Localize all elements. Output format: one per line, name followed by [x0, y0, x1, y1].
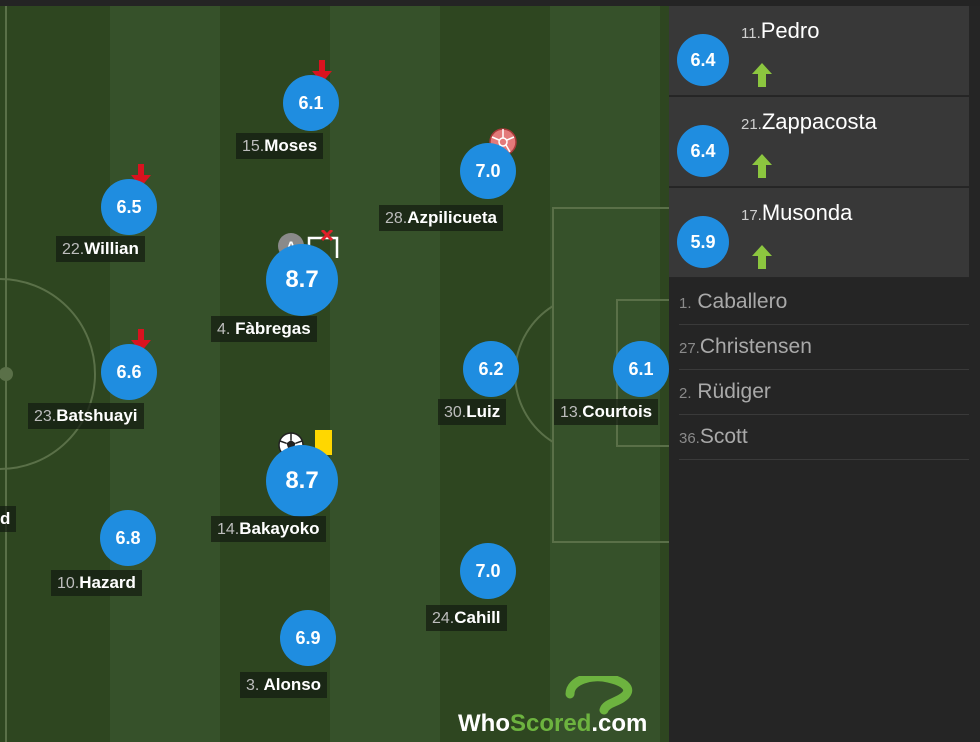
- substitute-rating: 6.4: [677, 125, 729, 177]
- player-rating: 6.5: [101, 179, 157, 235]
- player-name-box: 14.Bakayoko: [211, 516, 326, 542]
- player-number: 10.: [57, 575, 80, 592]
- player-number: 3.: [246, 677, 260, 694]
- bench-row[interactable]: 36.Scott: [679, 415, 969, 460]
- player-name: Hazard: [79, 573, 136, 592]
- substitute-rating: 6.4: [677, 34, 729, 86]
- player-name: Bakayoko: [239, 519, 320, 538]
- substitute-name: Musonda: [761, 200, 853, 225]
- player-name-box: 4. Fàbregas: [211, 316, 317, 342]
- top-bar: [0, 0, 980, 6]
- player-name-box: 10.Hazard: [51, 570, 142, 596]
- player-name: Cahill: [454, 608, 501, 627]
- player-name-box: 22.Willian: [56, 236, 145, 262]
- player-name: Azpilicueta: [407, 208, 497, 227]
- subbed-on-icon: [752, 245, 772, 269]
- bench-row[interactable]: 27.Christensen: [679, 325, 969, 370]
- substitute-rating: 5.9: [677, 216, 729, 268]
- bench-number: 27.: [679, 340, 700, 357]
- player-name-box: 24.Cahill: [426, 605, 507, 631]
- player-number: 22.: [62, 241, 85, 258]
- substitute-row[interactable]: 6.4 21.Zappacosta: [669, 97, 969, 187]
- substitute-row[interactable]: 5.9 17.Musonda: [669, 188, 969, 278]
- player-number: 28.: [385, 210, 408, 227]
- subbed-on-icon: [752, 63, 772, 87]
- player-number: 13.: [560, 404, 583, 421]
- player-name: Moses: [264, 136, 318, 155]
- bench-number: 36.: [679, 430, 700, 447]
- player-number: 23.: [34, 408, 57, 425]
- player-name-box: 23.Batshuayi: [28, 403, 144, 429]
- player-name-box: 28.Azpilicueta: [379, 205, 503, 231]
- player-name: Courtois: [582, 402, 653, 421]
- player-rating: 8.7: [266, 244, 338, 316]
- player-name-box: 3. Alonso: [240, 672, 328, 698]
- player-rating: 6.2: [463, 341, 519, 397]
- bench-name: Christensen: [699, 335, 812, 358]
- player-rating: 6.8: [100, 510, 156, 566]
- bench-name: Caballero: [697, 290, 788, 313]
- player-name: Batshuayi: [56, 406, 138, 425]
- player-rating: 6.1: [283, 75, 339, 131]
- subbed-on-icon: [752, 154, 772, 178]
- player-name: Luiz: [466, 402, 501, 421]
- logo-question-mark-icon: [565, 676, 633, 715]
- player-number: 24.: [432, 610, 455, 627]
- player-rating: 6.6: [101, 344, 157, 400]
- offscreen-player-name: d: [0, 506, 17, 532]
- bench-number: 2.: [679, 385, 692, 402]
- substitutes-panel: 6.4 11.Pedro 6.4 21.Zappacosta 5.9 17.Mu…: [669, 6, 980, 742]
- substitute-number: 17.: [741, 207, 762, 224]
- pitch: d 6.1 15.Moses 6.5 22.Willian 7.0 28.Azp…: [0, 6, 669, 742]
- logo-text: WhoScored.com: [458, 710, 648, 737]
- substitute-row[interactable]: 6.4 11.Pedro: [669, 6, 969, 96]
- bench-name: Rüdiger: [697, 380, 771, 403]
- player-name: Fàbregas: [235, 319, 311, 338]
- bench-row[interactable]: 1. Caballero: [679, 280, 969, 325]
- player-number: 15.: [242, 138, 265, 155]
- player-number: 30.: [444, 404, 467, 421]
- bench-name: Scott: [699, 425, 748, 448]
- substitute-number: 21.: [741, 116, 762, 133]
- player-name-box: 30.Luiz: [438, 399, 507, 425]
- player-name-box: 15.Moses: [236, 133, 324, 159]
- substitute-number: 11.: [741, 25, 761, 42]
- player-name: Alonso: [263, 675, 322, 694]
- player-name: Willian: [84, 239, 139, 258]
- player-rating: 6.9: [280, 610, 336, 666]
- player-rating: 8.7: [266, 445, 338, 517]
- player-number: 14.: [217, 521, 240, 538]
- player-rating: 7.0: [460, 143, 516, 199]
- bench-number: 1.: [679, 295, 692, 312]
- substitute-name: Zappacosta: [761, 109, 877, 134]
- player-number: 4.: [217, 321, 231, 338]
- player-rating: 7.0: [460, 543, 516, 599]
- player-rating: 6.1: [613, 341, 669, 397]
- player-name-box: 13.Courtois: [554, 399, 659, 425]
- bench-row[interactable]: 2. Rüdiger: [679, 370, 969, 415]
- substitute-name: Pedro: [760, 18, 820, 43]
